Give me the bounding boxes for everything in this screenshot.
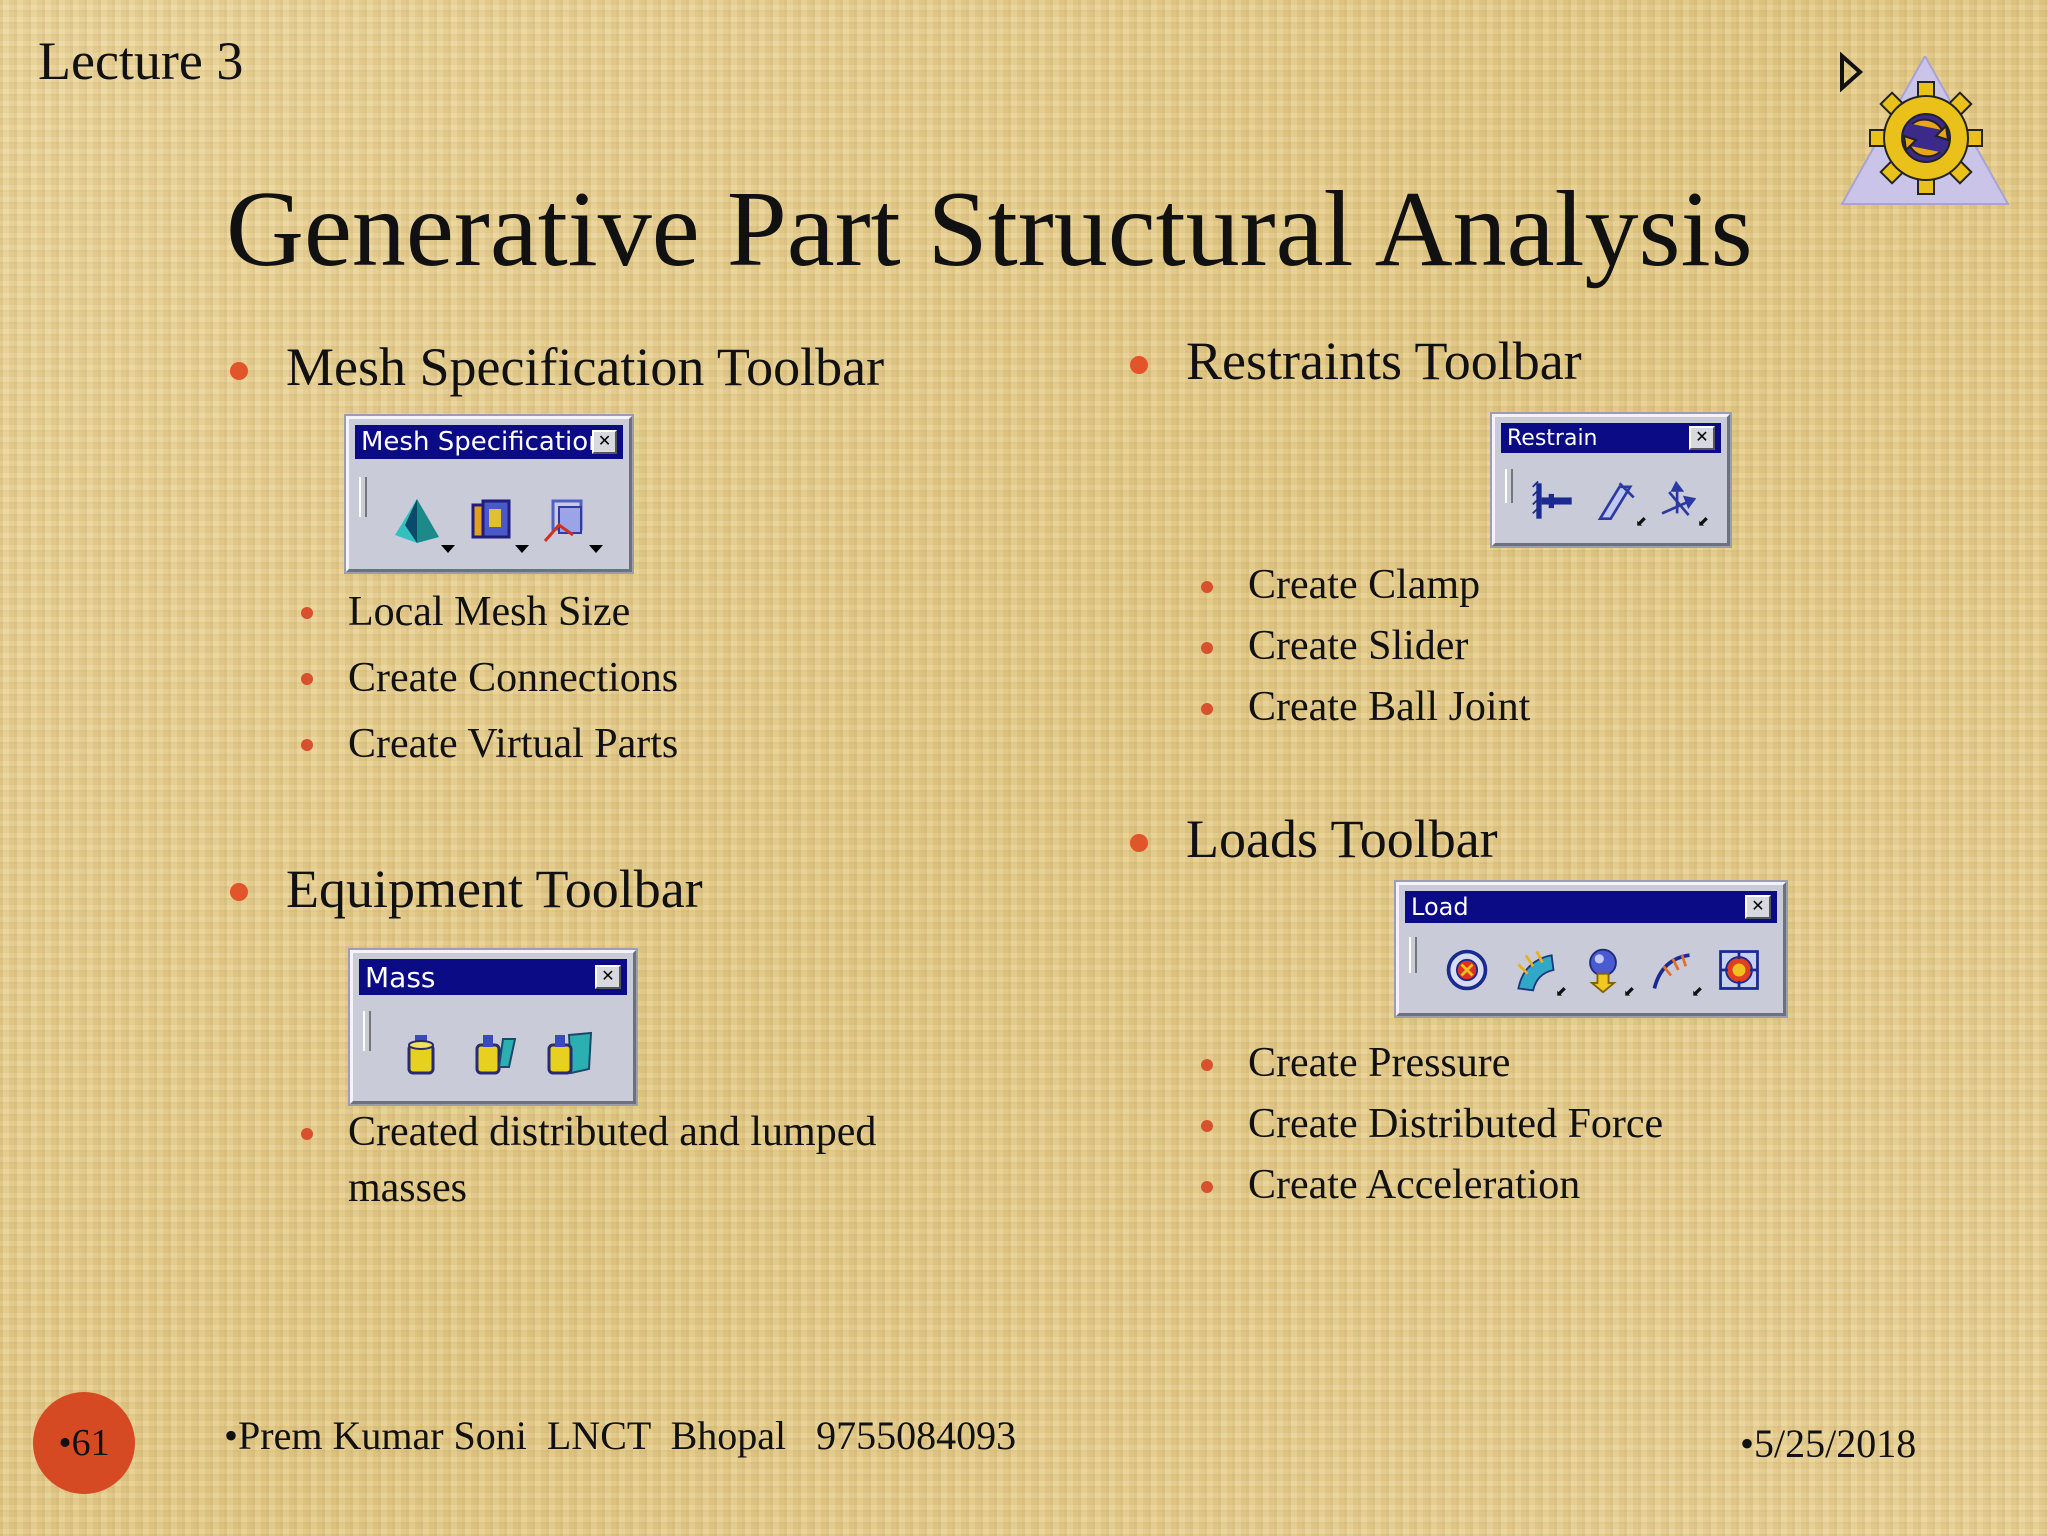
- restrain-toolbar[interactable]: Restrain ✕ ⬋ ⬋: [1492, 414, 1730, 546]
- create-virtual-parts-icon[interactable]: [539, 495, 603, 553]
- bullet-dot: [1201, 642, 1213, 654]
- bullet-dot: [230, 362, 248, 380]
- bullet-dot: [1201, 1120, 1213, 1132]
- toolbar-titlebar[interactable]: Mesh Specification ✕: [355, 425, 623, 459]
- load-item-1: Create Pressure: [1248, 1040, 1511, 1086]
- toolbar-titlebar[interactable]: Load ✕: [1405, 891, 1777, 923]
- slide-title: Generative Part Structural Analysis: [226, 170, 1753, 289]
- play-triangle-icon[interactable]: [1838, 51, 1864, 93]
- bullet-dot: [1130, 356, 1148, 374]
- close-icon[interactable]: ✕: [1689, 426, 1715, 450]
- footer-author: •Prem Kumar Soni LNCT Bhopal 9755084093: [224, 1413, 1017, 1458]
- gear-triangle-logo: [1840, 53, 2010, 206]
- toolbar-grip[interactable]: [363, 1011, 371, 1051]
- slider-icon[interactable]: ⬋: [1593, 478, 1647, 530]
- acceleration-icon[interactable]: [1715, 946, 1763, 994]
- create-connections-icon[interactable]: [465, 495, 529, 553]
- clamp-icon[interactable]: [1531, 478, 1577, 524]
- equipment-heading: Equipment Toolbar: [286, 859, 703, 919]
- toolbar-titlebar[interactable]: Restrain ✕: [1501, 423, 1721, 453]
- bullet-dot: [301, 739, 313, 751]
- load-item-3: Create Acceleration: [1248, 1162, 1581, 1208]
- toolbar-grip[interactable]: [359, 477, 367, 517]
- restraint-item-3: Create Ball Joint: [1248, 684, 1531, 730]
- bullet-dot: [1130, 834, 1148, 852]
- mesh-spec-heading: Mesh Specification Toolbar: [286, 337, 885, 397]
- bullet-dot: [301, 607, 313, 619]
- bullet-dot: [1201, 581, 1213, 593]
- surface-mass-icon[interactable]: [543, 1027, 595, 1079]
- moment-icon[interactable]: ⬋: [1579, 946, 1635, 1000]
- toolbar-grip[interactable]: [1505, 469, 1513, 503]
- distributed-force-icon[interactable]: ⬋: [1511, 946, 1567, 1000]
- bullet-dot: [230, 883, 248, 901]
- toolbar-grip[interactable]: [1409, 937, 1417, 973]
- loads-heading: Loads Toolbar: [1186, 809, 1498, 869]
- local-mesh-size-icon[interactable]: [391, 495, 455, 553]
- restraints-heading: Restraints Toolbar: [1186, 331, 1582, 391]
- distributed-mass-icon[interactable]: [395, 1027, 447, 1079]
- load-toolbar[interactable]: Load ✕ ⬋ ⬋ ⬋: [1396, 882, 1786, 1016]
- footer-date: •5/25/2018: [1740, 1421, 1917, 1466]
- toolbar-title: Mesh Specification: [361, 427, 593, 457]
- bullet-dot: [301, 673, 313, 685]
- close-icon[interactable]: ✕: [595, 965, 621, 989]
- restraint-item-1: Create Clamp: [1248, 562, 1481, 608]
- bullet-dot: [1201, 1059, 1213, 1071]
- bullet-dot: [1201, 703, 1213, 715]
- load-item-2: Create Distributed Force: [1248, 1101, 1664, 1147]
- equipment-item-line1: Created distributed and lumped: [348, 1109, 877, 1155]
- line-force-icon[interactable]: ⬋: [1647, 946, 1703, 1000]
- mesh-item-1: Local Mesh Size: [348, 589, 631, 635]
- equipment-item-line2: masses: [348, 1165, 467, 1211]
- close-icon[interactable]: ✕: [592, 430, 617, 454]
- ball-joint-icon[interactable]: ⬋: [1655, 478, 1709, 530]
- mass-toolbar[interactable]: Mass ✕: [350, 950, 636, 1104]
- pressure-icon[interactable]: [1443, 946, 1491, 994]
- toolbar-titlebar[interactable]: Mass ✕: [359, 959, 627, 995]
- close-icon[interactable]: ✕: [1745, 895, 1771, 919]
- restraint-item-2: Create Slider: [1248, 623, 1469, 669]
- mesh-item-3: Create Virtual Parts: [348, 721, 679, 767]
- mesh-specification-toolbar[interactable]: Mesh Specification ✕: [346, 416, 632, 572]
- toolbar-title: Load: [1411, 893, 1469, 921]
- mesh-item-2: Create Connections: [348, 655, 679, 701]
- slide-number: •61: [58, 1422, 110, 1464]
- lecture-label: Lecture 3: [38, 31, 244, 91]
- bullet-dot: [1201, 1181, 1213, 1193]
- toolbar-title: Mass: [365, 960, 436, 994]
- bullet-dot: [301, 1128, 313, 1140]
- toolbar-title: Restrain: [1507, 425, 1598, 451]
- slide-number-badge: •61: [33, 1392, 135, 1494]
- lumped-mass-icon[interactable]: [469, 1027, 521, 1079]
